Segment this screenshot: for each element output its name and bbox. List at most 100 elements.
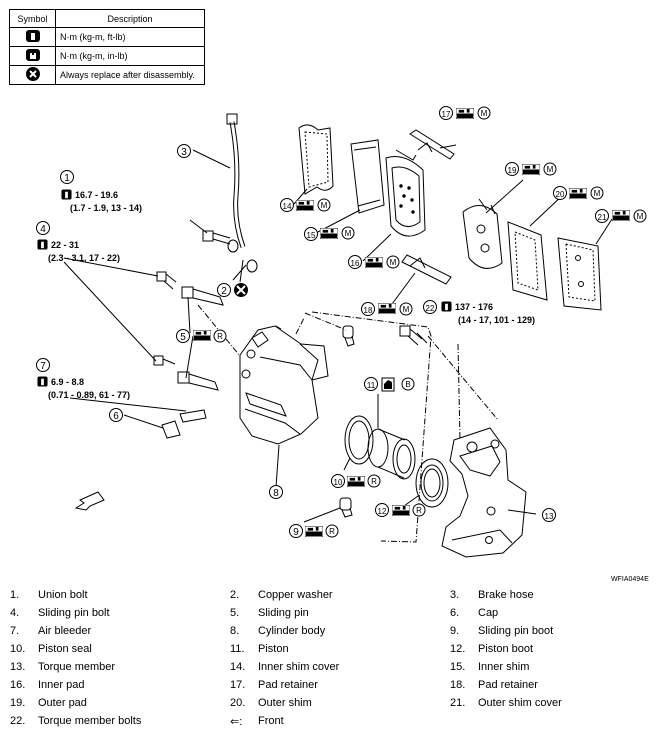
inner-shim-cover	[298, 124, 334, 195]
legend-number: 9.	[450, 625, 460, 637]
legend-text: Pad retainer	[258, 679, 318, 691]
figure-reference-code: WFIA0494E	[611, 576, 649, 583]
svg-text:19: 19	[508, 166, 517, 175]
svg-text:13: 13	[545, 512, 554, 521]
grease-icon	[569, 188, 587, 199]
outer-shim-cover	[557, 237, 602, 311]
sliding-pin-bolt-upper	[156, 271, 177, 290]
legend-number: 20.	[230, 697, 246, 709]
callout-19: 19	[505, 162, 519, 176]
torque-wrench-inlb-icon	[9, 46, 56, 66]
piston-boot	[415, 458, 449, 508]
legend-number: 22.	[10, 715, 26, 727]
svg-text:B: B	[405, 380, 410, 389]
legend-text: Outer shim	[258, 697, 312, 709]
pad-retainer-upper	[409, 129, 455, 160]
torque-wrench-icon	[9, 27, 56, 47]
grease-icon	[378, 303, 396, 314]
svg-text:12: 12	[378, 507, 387, 516]
legend-text: Inner shim cover	[258, 661, 340, 673]
sliding-pin-boot-upper	[342, 325, 355, 347]
legend-text: Torque member bolts	[38, 715, 142, 727]
torque-4-sub: (2.3 - 3.1, 17 - 22)	[48, 253, 120, 263]
symbol-row: Always replace after disassembly.	[9, 65, 205, 85]
legend-text: Air bleeder	[38, 625, 92, 637]
callout-3: 3	[177, 144, 191, 158]
callout-8: 8	[269, 485, 283, 499]
svg-text:M: M	[594, 189, 601, 198]
torque-member	[441, 427, 527, 558]
svg-text:M: M	[321, 201, 328, 210]
legend-text: Brake hose	[478, 589, 534, 601]
legend-text: Piston boot	[478, 643, 534, 655]
legend-number: 13.	[10, 661, 26, 673]
callout-10: 10	[331, 474, 345, 488]
sliding-pin-upper	[181, 286, 224, 306]
union-bolt	[202, 230, 231, 245]
svg-text:17: 17	[442, 110, 451, 119]
svg-text:5: 5	[180, 332, 186, 343]
grease-icon	[320, 228, 338, 239]
torque-7-main: 6.9 - 8.8	[51, 377, 84, 387]
legend-text: Inner pad	[38, 679, 85, 691]
sliding-pin-bolt-lower	[153, 355, 176, 366]
svg-text:9: 9	[293, 527, 299, 538]
grease-icon	[392, 505, 410, 516]
legend-number: 6.	[450, 607, 460, 619]
symbol-table-header: Symbol Description	[9, 9, 205, 28]
callout-22: 22	[423, 300, 437, 314]
legend-number: 3.	[450, 589, 460, 601]
legend-number: 4.	[10, 607, 20, 619]
legend-number: ⇐:	[230, 716, 243, 728]
legend-number: 11.	[230, 643, 245, 655]
legend-text: Cylinder body	[258, 625, 326, 637]
legend-text: Sliding pin	[258, 607, 309, 619]
legend-text: Outer pad	[38, 697, 87, 709]
svg-text:M: M	[547, 165, 554, 174]
svg-text:R: R	[371, 477, 377, 486]
pad-retainer-lower	[401, 254, 452, 285]
callout-17: 17	[439, 106, 453, 120]
sliding-pin-lower	[177, 371, 219, 391]
brake-fluid-icon	[381, 377, 395, 392]
grease-icon	[347, 476, 365, 487]
svg-text:11: 11	[367, 381, 376, 390]
outer-pad	[462, 205, 503, 269]
callout-18: 18	[361, 302, 375, 316]
callout-12: 12	[375, 503, 389, 517]
svg-text:22: 22	[426, 304, 435, 313]
legend-text: Union bolt	[38, 589, 88, 601]
legend-number: 7.	[10, 625, 20, 637]
piston	[367, 428, 416, 480]
callout-14: 14	[280, 198, 294, 212]
callout-16: 16	[348, 255, 362, 269]
legend-text: Torque member	[38, 661, 116, 673]
legend-number: 19.	[10, 697, 26, 709]
svg-text:R: R	[217, 332, 223, 341]
svg-text:2: 2	[221, 286, 227, 297]
outer-shim	[507, 221, 548, 301]
svg-text:M: M	[481, 109, 488, 118]
svg-text:10: 10	[334, 478, 343, 487]
symbol-table: Symbol Description N·m (kg-m, ft-lb) N·m…	[9, 9, 205, 85]
svg-text:M: M	[403, 305, 410, 314]
svg-text:1: 1	[64, 173, 70, 184]
legend-number: 15.	[450, 661, 466, 673]
svg-text:R: R	[329, 527, 335, 536]
piston-seal	[344, 415, 374, 465]
svg-text:18: 18	[364, 306, 373, 315]
callout-15: 15	[304, 227, 318, 241]
inner-pad	[385, 156, 426, 237]
torque-member-bolt	[399, 325, 423, 346]
callout-9: 9	[289, 524, 303, 538]
grease-icon	[305, 526, 323, 537]
torque-22-sub: (14 - 17, 101 - 129)	[458, 315, 535, 325]
callout-6: 6	[109, 408, 123, 422]
grease-icon	[193, 330, 211, 341]
legend-text: Sliding pin bolt	[38, 607, 110, 619]
svg-text:4: 4	[40, 224, 46, 235]
svg-text:16: 16	[351, 259, 360, 268]
torque-wrench-inlb-icon	[37, 376, 48, 387]
torque-1-main: 16.7 - 19.6	[75, 190, 118, 200]
legend-number: 2.	[230, 589, 240, 601]
